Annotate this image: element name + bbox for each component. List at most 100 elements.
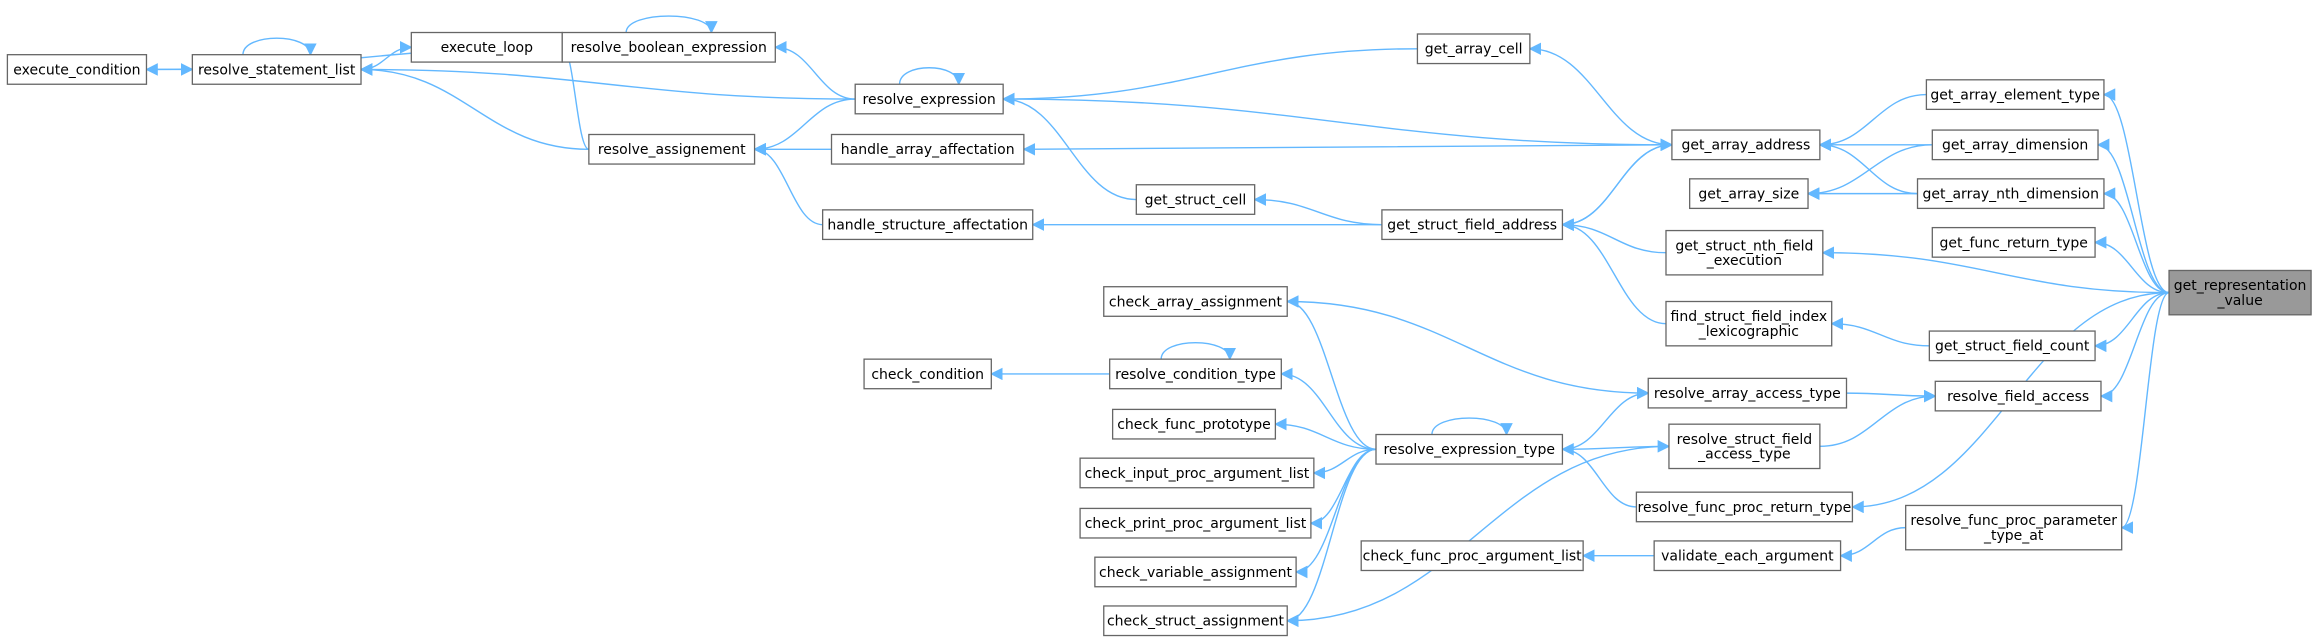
node-gaa[interactable]: get_array_address — [1671, 129, 1821, 161]
node-rfa[interactable]: resolve_field_access — [1934, 380, 2102, 412]
node-gad[interactable]: get_array_dimension — [1931, 129, 2099, 161]
node-vea[interactable]: validate_each_argument — [1653, 540, 1842, 572]
node-rfprt[interactable]: resolve_func_proc_return_type — [1635, 491, 1854, 523]
node-label: resolve_struct_field — [1677, 432, 1813, 448]
node-label: _access_type — [1697, 447, 1790, 463]
node-cc[interactable]: check_condition — [863, 358, 992, 390]
node-rsl[interactable]: resolve_statement_list — [191, 54, 362, 85]
edge — [2120, 291, 2170, 534]
node-box — [191, 54, 362, 85]
node-label: get_struct_field_count — [1935, 339, 2090, 355]
node-gac[interactable]: get_array_cell — [1416, 33, 1531, 65]
node-rct[interactable]: resolve_condition_type — [1109, 358, 1282, 390]
edge — [1285, 295, 1377, 450]
node-label: check_func_prototype — [1117, 417, 1271, 433]
node-label: get_array_element_type — [1930, 87, 2100, 103]
node-gsnfe[interactable]: get_struct_nth_field_execution — [1665, 229, 1824, 276]
node-gfrt[interactable]: get_func_return_type — [1931, 226, 2096, 258]
edge — [1819, 389, 1937, 448]
node-box — [854, 83, 1004, 115]
node-label: get_struct_cell — [1145, 192, 1247, 208]
edge — [1818, 93, 1927, 152]
node-cfpal[interactable]: check_func_proc_argument_list — [1360, 540, 1584, 572]
node-label: resolve_condition_type — [1115, 367, 1276, 383]
node-exec-cond[interactable]: execute_condition — [6, 54, 148, 85]
node-box — [1375, 433, 1564, 465]
node-label: get_array_nth_dimension — [1922, 187, 2098, 203]
edge — [1821, 246, 2170, 294]
node-csa[interactable]: check_struct_assignment — [1103, 605, 1288, 637]
node-label: handle_array_affectation — [841, 142, 1015, 158]
node-gas[interactable]: get_array_size — [1689, 178, 1809, 210]
node-label: resolve_expression_type — [1383, 442, 1555, 458]
node-gand[interactable]: get_array_nth_dimension — [1916, 178, 2105, 210]
node-label: get_func_return_type — [1939, 235, 2087, 251]
node-label: check_print_proc_argument_list — [1085, 516, 1307, 532]
node-caa[interactable]: check_array_assignment — [1103, 286, 1288, 317]
node-cipal[interactable]: check_input_proc_argument_list — [1079, 457, 1315, 489]
node-label: validate_each_argument — [1661, 549, 1834, 565]
node-label: get_struct_field_address — [1387, 218, 1557, 234]
edge — [1001, 48, 1418, 106]
node-label: resolve_expression — [863, 92, 996, 108]
edge — [1274, 417, 1377, 450]
node-box — [1381, 209, 1564, 241]
node-haa[interactable]: handle_array_affectation — [830, 133, 1025, 165]
node-box — [1360, 540, 1584, 572]
edge — [774, 41, 856, 100]
node-gaet[interactable]: get_array_element_type — [1925, 79, 2105, 111]
node-fsfil[interactable]: find_struct_field_index_lexicographic — [1665, 300, 1833, 347]
edge — [753, 143, 823, 226]
edge — [1846, 389, 1937, 403]
node-rbe[interactable]: resolve_boolean_expression — [561, 31, 776, 63]
node-label: get_array_address — [1682, 138, 1811, 154]
node-box — [1665, 300, 1833, 347]
edge — [1839, 526, 1906, 563]
node-label: resolve_func_proc_parameter — [1910, 513, 2117, 529]
node-gsfc[interactable]: get_struct_field_count — [1928, 330, 2096, 362]
node-label: get_array_cell — [1425, 42, 1523, 58]
node-label: execute_loop — [441, 40, 534, 56]
edge — [1431, 417, 1513, 436]
edge — [1561, 443, 1637, 508]
edge — [1309, 448, 1377, 530]
edge — [1285, 448, 1377, 627]
node-box — [1103, 605, 1288, 637]
node-ret[interactable]: resolve_expression_type — [1375, 433, 1564, 465]
edge — [1818, 138, 1918, 195]
node-box — [1928, 330, 2096, 362]
node-gsfa[interactable]: get_struct_field_address — [1381, 209, 1564, 241]
nodes-layer: execute_condition resolve_statement_list e… — [6, 31, 2312, 637]
node-rsfat[interactable]: resolve_struct_field_access_type — [1668, 423, 1821, 470]
node-cppal[interactable]: check_print_proc_argument_list — [1079, 507, 1312, 539]
node-box — [561, 31, 776, 63]
node-box — [1103, 286, 1288, 317]
node-exec-loop[interactable]: execute_loop — [410, 31, 563, 63]
edge — [1561, 218, 1666, 254]
node-box — [1109, 358, 1282, 390]
node-raat[interactable]: resolve_array_access_type — [1647, 377, 1848, 409]
edge — [753, 98, 856, 156]
node-box — [1111, 408, 1277, 440]
node-cva[interactable]: check_variable_assignment — [1094, 556, 1297, 588]
node-label: check_input_proc_argument_list — [1085, 466, 1310, 482]
node-rassign[interactable]: resolve_assignement — [588, 133, 756, 165]
node-rexpr[interactable]: resolve_expression — [854, 83, 1004, 115]
node-label: check_func_proc_argument_list — [1363, 549, 1582, 565]
node-gsc[interactable]: get_struct_cell — [1135, 184, 1256, 215]
edge — [1830, 317, 1930, 347]
node-label: find_struct_field_index — [1671, 309, 1828, 325]
node-box — [1689, 178, 1809, 210]
node-box — [1668, 423, 1821, 470]
node-box — [1135, 184, 1256, 215]
edge — [1285, 445, 1669, 628]
node-box — [1931, 129, 2099, 161]
node-cfp[interactable]: check_func_prototype — [1111, 408, 1277, 440]
node-box — [1671, 129, 1821, 161]
node-rfppta[interactable]: resolve_func_proc_parameter_type_at — [1905, 504, 2123, 551]
node-label: resolve_array_access_type — [1654, 386, 1841, 402]
node-box — [1647, 377, 1848, 409]
node-hsa[interactable]: handle_structure_affectation — [821, 209, 1034, 241]
node-grv[interactable]: get_representation_value — [2168, 269, 2312, 316]
